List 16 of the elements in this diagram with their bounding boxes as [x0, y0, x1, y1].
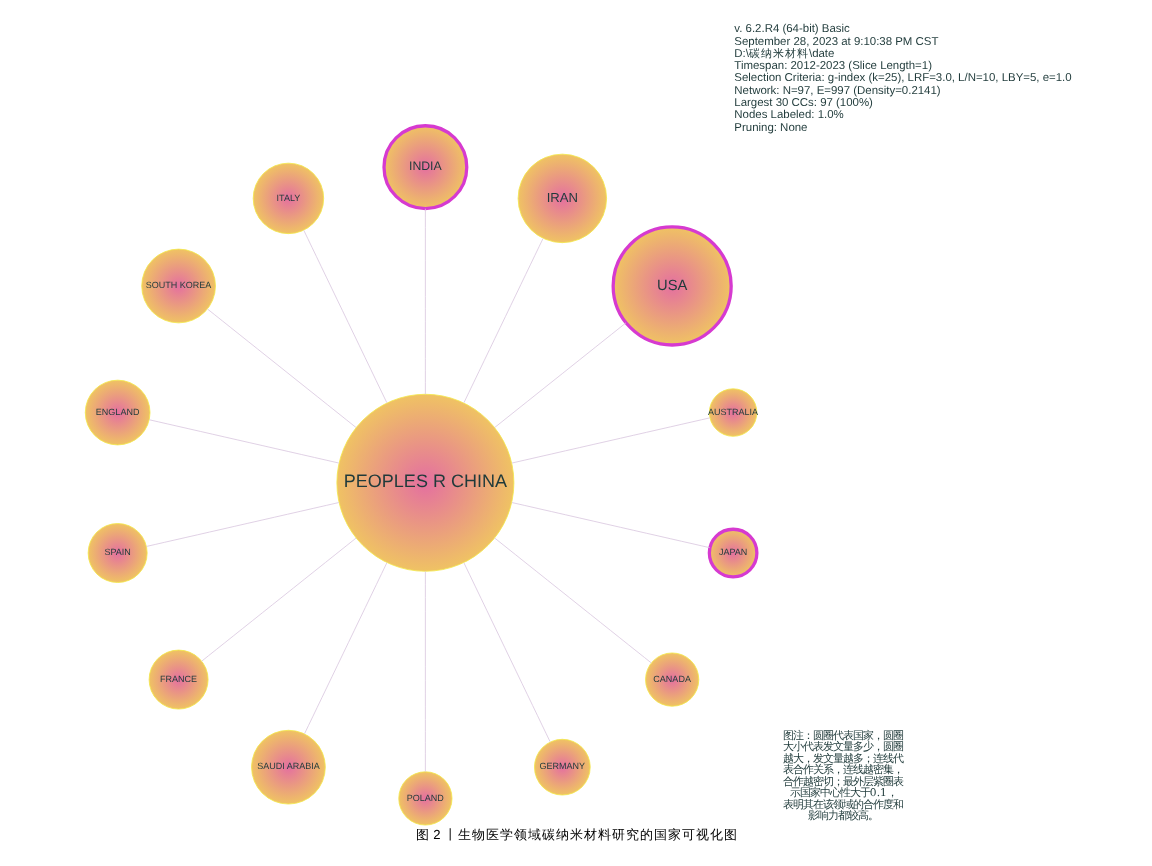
connector [462, 238, 543, 404]
connector [145, 502, 339, 547]
connector [148, 419, 339, 464]
connector [493, 322, 626, 428]
connector [200, 537, 356, 662]
connector [302, 229, 387, 404]
node-circle: USA [610, 225, 732, 347]
connector [303, 562, 387, 735]
connector [423, 208, 425, 395]
connector [510, 417, 710, 464]
node-circle: PEOPLES R CHINA [335, 393, 514, 572]
connector [462, 562, 550, 743]
connector [423, 570, 425, 773]
connector [493, 537, 651, 664]
connector [510, 502, 710, 549]
connector [206, 308, 356, 428]
